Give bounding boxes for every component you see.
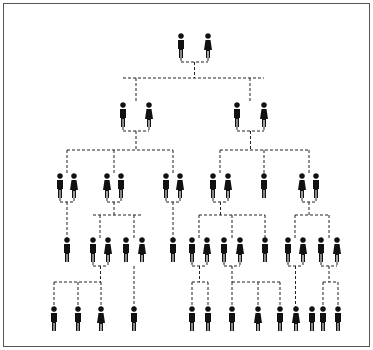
man-icon [318,237,324,262]
woman-icon [176,173,184,198]
frame-border [3,3,370,347]
man-icon [163,173,169,198]
family-tree [51,33,341,331]
man-icon [261,173,267,198]
woman-icon [103,173,111,198]
man-icon [178,33,184,58]
man-icon [234,102,240,127]
woman-icon [254,306,262,331]
man-icon [189,306,195,331]
woman-icon [299,237,307,262]
woman-icon [97,306,105,331]
man-icon [205,306,211,331]
man-icon [189,237,195,262]
man-icon [262,237,268,262]
man-icon [51,306,57,331]
man-icon [277,306,283,331]
man-icon [309,306,315,331]
woman-icon [298,173,306,198]
man-icon [335,306,341,331]
man-icon [313,173,319,198]
man-icon [75,306,81,331]
man-icon [320,306,326,331]
man-icon [210,173,216,198]
man-icon [118,173,124,198]
woman-icon [138,237,146,262]
woman-icon [204,33,212,58]
woman-icon [236,237,244,262]
woman-icon [203,237,211,262]
man-icon [285,237,291,262]
man-icon [90,237,96,262]
woman-icon [145,102,153,127]
woman-icon [70,173,78,198]
man-icon [170,237,176,262]
man-icon [221,237,227,262]
man-icon [120,102,126,127]
man-icon [123,237,129,262]
man-icon [229,306,235,331]
woman-icon [104,237,112,262]
woman-icon [260,102,268,127]
man-icon [57,173,63,198]
man-icon [64,237,70,262]
man-icon [131,306,137,331]
woman-icon [333,237,341,262]
woman-icon [292,306,300,331]
woman-icon [224,173,232,198]
